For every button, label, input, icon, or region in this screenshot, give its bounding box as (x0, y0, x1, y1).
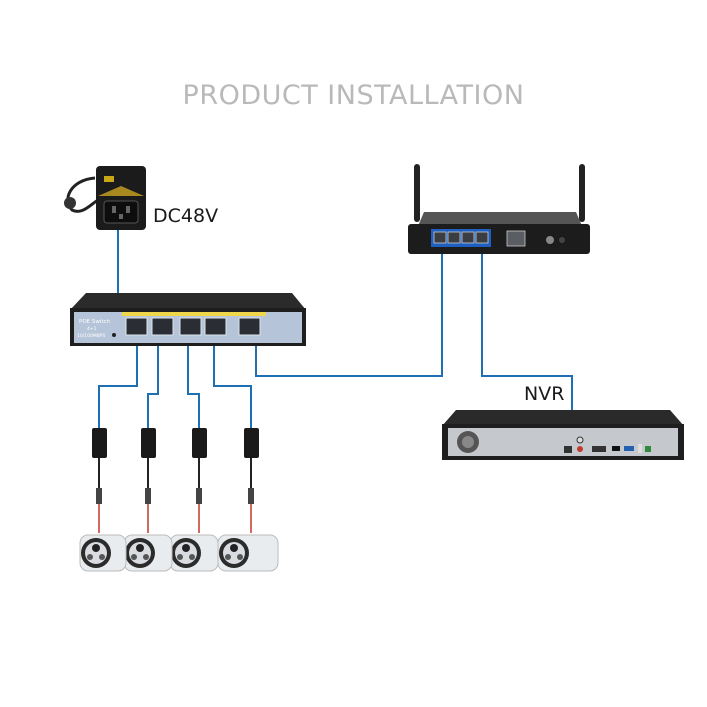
poe-port-1 (125, 317, 148, 336)
cable-port2-to-splitter2 (147, 345, 159, 428)
switch-name-label: POE Switch (79, 319, 111, 325)
splitter-3 (192, 428, 207, 533)
poe-ports (125, 317, 261, 336)
dc-plug-icon (64, 197, 76, 209)
poe-switch: POE Switch 4+1 10/100MBPS (70, 293, 306, 346)
splitter-1 (92, 428, 107, 533)
splitter-2 (141, 428, 156, 533)
power-button-icon (546, 236, 554, 244)
cables (98, 230, 573, 432)
nvr-label: NVR (524, 383, 565, 405)
cable-router-to-nvr (481, 250, 573, 432)
camera-group (79, 428, 279, 572)
power-adapter (64, 166, 146, 230)
antenna-left (414, 164, 420, 222)
camera-2 (123, 534, 173, 572)
dc48v-label: DC48V (153, 205, 219, 227)
poe-port-2 (151, 317, 174, 336)
camera-3 (169, 534, 219, 572)
switch-model-label: 4+1 (87, 326, 97, 332)
poe-port-3 (179, 317, 202, 336)
page-title: PRODUCT INSTALLATION (182, 80, 525, 111)
cable-port3-to-splitter3 (187, 345, 200, 428)
ac-inlet-icon (103, 200, 139, 224)
cable-port4-to-splitter4 (213, 345, 252, 428)
nvr (442, 410, 684, 460)
cable-port1-to-splitter1 (98, 345, 138, 428)
wan-port (506, 230, 526, 247)
uplink-port (238, 317, 261, 336)
poe-port-4 (204, 317, 227, 336)
antenna-right (579, 164, 585, 222)
router (408, 164, 590, 254)
switch-speed-label: 10/100MBPS (77, 333, 106, 339)
splitter-4 (244, 428, 259, 533)
camera-1 (79, 534, 127, 572)
cable-switch-to-router (255, 250, 443, 377)
camera-4 (217, 534, 279, 572)
